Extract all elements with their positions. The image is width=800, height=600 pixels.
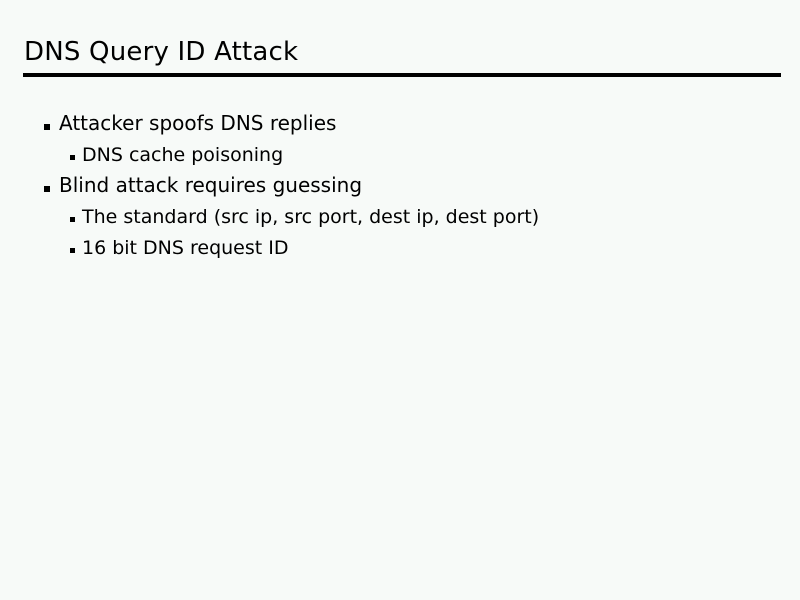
list-item-label: Blind attack requires guessing (59, 173, 363, 197)
list-item: DNS cache poisoning (0, 141, 800, 172)
bullet-square-icon (70, 248, 75, 253)
list-item-label: Attacker spoofs DNS replies (59, 111, 337, 135)
bullet-square-icon (44, 186, 50, 192)
title-divider (23, 73, 781, 77)
list-item-label: DNS cache poisoning (82, 144, 284, 166)
list-item-label: The standard (src ip, src port, dest ip,… (82, 206, 540, 228)
bullet-square-icon (70, 155, 75, 160)
list-item-label: 16 bit DNS request ID (82, 237, 289, 259)
list-item: 16 bit DNS request ID (0, 234, 800, 265)
list-item: Blind attack requires guessing (0, 172, 800, 203)
list-item: The standard (src ip, src port, dest ip,… (0, 203, 800, 234)
list-item: Attacker spoofs DNS replies (0, 110, 800, 141)
bullet-list: Attacker spoofs DNS replies DNS cache po… (0, 110, 800, 265)
page-title: DNS Query ID Attack (24, 37, 299, 67)
bullet-square-icon (70, 217, 75, 222)
bullet-square-icon (44, 124, 50, 130)
